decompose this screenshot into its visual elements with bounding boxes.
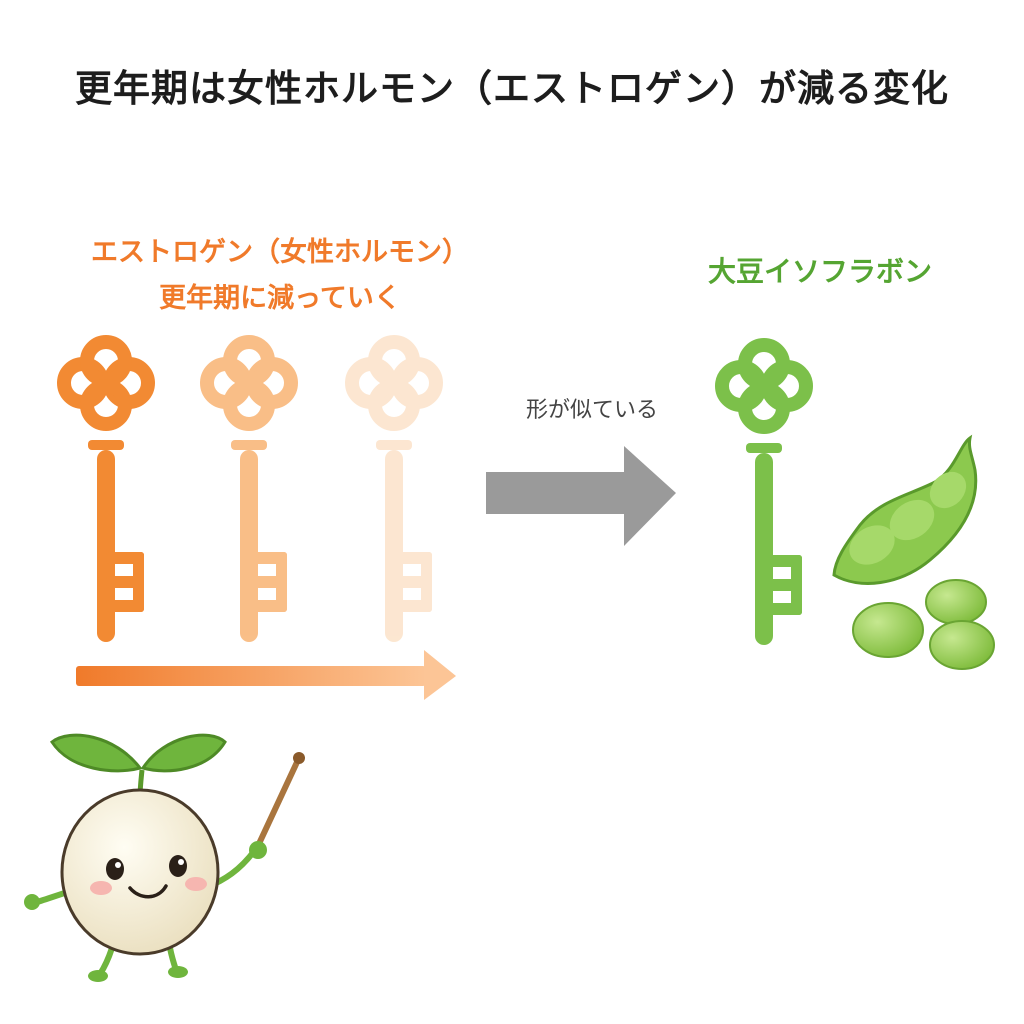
soybean-icon	[925, 579, 987, 625]
sprout-mascot-icon	[24, 733, 305, 982]
edamame-pod-icon	[832, 434, 978, 585]
similarity-arrow	[486, 446, 676, 546]
estrogen-label: エストロゲン（女性ホルモン） 更年期に減っていく	[50, 230, 510, 322]
estrogen-label-line1: エストロゲン（女性ホルモン）	[91, 237, 469, 268]
similar-shape-label: 形が似ている	[525, 398, 658, 423]
orange-key-icon	[352, 342, 436, 642]
decrease-arrow	[76, 650, 456, 700]
soybean-icon	[929, 620, 995, 670]
isoflavone-label: 大豆イソフラボン	[707, 255, 932, 288]
orange-key-icon	[64, 342, 148, 642]
green-key-icon	[722, 345, 806, 645]
estrogen-label-line2: 更年期に減っていく	[159, 283, 401, 314]
soybean-icon	[852, 602, 924, 658]
page-title: 更年期は女性ホルモン（エストロゲン）が減る変化	[75, 67, 949, 110]
orange-key-icon	[207, 342, 291, 642]
